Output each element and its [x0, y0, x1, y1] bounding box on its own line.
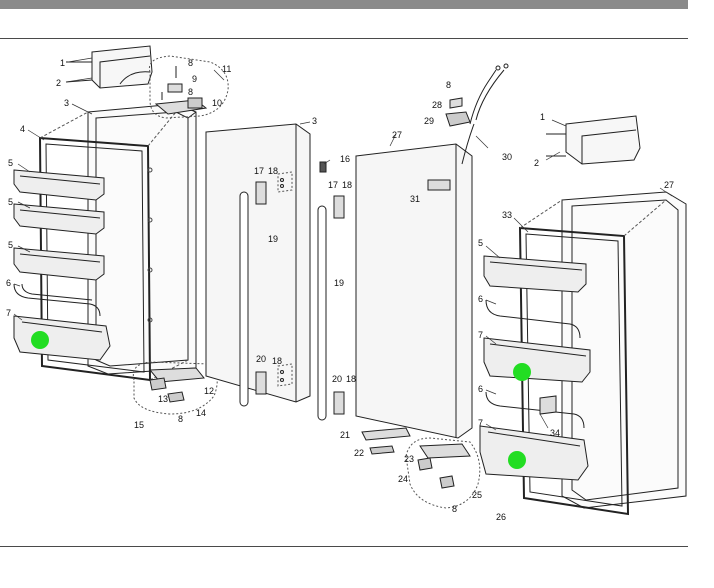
part-label-27: 27 — [392, 130, 402, 140]
part-label-24: 24 — [398, 474, 408, 484]
part-label-31: 31 — [410, 194, 420, 204]
left-shelf-2 — [13, 203, 105, 235]
part-label-8: 8 — [446, 80, 451, 90]
top-bar — [0, 0, 688, 9]
part-label-21: 21 — [340, 430, 350, 440]
left-handle — [239, 191, 249, 407]
part-label-5: 5 — [8, 197, 13, 207]
left-handle-mounts — [255, 171, 293, 395]
bottom-rule — [0, 546, 688, 547]
right-top-cover — [565, 115, 641, 165]
part-label-1: 1 — [60, 58, 65, 68]
part-label-2: 2 — [534, 158, 539, 168]
right-handle — [317, 205, 327, 421]
part-label-7: 7 — [478, 418, 483, 428]
part-label-13: 13 — [158, 394, 168, 404]
part-label-5: 5 — [478, 238, 483, 248]
part-label-8: 8 — [452, 504, 457, 514]
part-label-6: 6 — [478, 294, 483, 304]
part-label-28: 28 — [432, 100, 442, 110]
part-label-10: 10 — [212, 98, 222, 108]
part-label-20: 20 — [332, 374, 342, 384]
left-shelf-3 — [13, 247, 105, 281]
part-label-7: 7 — [6, 308, 11, 318]
left-bottom-hinge-group — [132, 361, 218, 415]
part-label-14: 14 — [196, 408, 206, 418]
part-label-3: 3 — [312, 116, 317, 126]
part-label-18: 18 — [346, 374, 356, 384]
left-wire-rack — [13, 283, 101, 317]
green-markers — [31, 331, 531, 469]
part-label-1: 1 — [540, 112, 545, 122]
part-label-12: 12 — [204, 386, 214, 396]
top-rule — [0, 38, 688, 39]
part-label-7: 7 — [478, 330, 483, 340]
right-bottom-plate — [361, 427, 411, 455]
green-marker-right-shelf — [513, 363, 531, 381]
part-label-9: 9 — [192, 74, 197, 84]
part-label-20: 20 — [256, 354, 266, 364]
part-label-25: 25 — [472, 490, 482, 500]
part-label-18: 18 — [272, 356, 282, 366]
right-top-hinge-cable — [445, 63, 509, 165]
part-label-18: 18 — [342, 180, 352, 190]
left-top-cover — [91, 45, 153, 89]
part-label-19: 19 — [268, 234, 278, 244]
left-bottom-bin — [13, 315, 111, 361]
left-outer-door-panel — [205, 123, 311, 403]
part-label-17: 17 — [254, 166, 264, 176]
part-label-6: 6 — [478, 384, 483, 394]
green-marker-right-bin — [508, 451, 526, 469]
part-label-22: 22 — [354, 448, 364, 458]
part-label-8: 8 — [188, 87, 193, 97]
part-label-8: 8 — [188, 58, 193, 68]
part-label-11: 11 — [222, 64, 231, 74]
left-shelf-1 — [13, 169, 105, 201]
right-bottom-hinge-group — [405, 437, 481, 509]
part-label-19: 19 — [334, 278, 344, 288]
part-label-27: 27 — [664, 180, 674, 190]
part-label-29: 29 — [424, 116, 434, 126]
left-top-hinge-group — [148, 55, 229, 119]
right-shelf-1 — [483, 255, 587, 293]
part-label-6: 6 — [6, 278, 11, 288]
right-door-liner — [561, 191, 687, 509]
part-label-2: 2 — [56, 78, 61, 88]
green-marker-left-bin — [31, 331, 49, 349]
right-bottom-bin — [479, 425, 589, 481]
part-label-15: 15 — [134, 420, 144, 430]
right-outer-door-panel — [355, 143, 473, 439]
part-label-5: 5 — [8, 240, 13, 250]
part-label-5: 5 — [8, 158, 13, 168]
part-label-8: 8 — [178, 414, 183, 424]
right-wire-rack-1 — [485, 299, 581, 339]
part-label-18: 18 — [268, 166, 278, 176]
right-wire-rack-2 — [485, 391, 585, 429]
part-label-23: 23 — [404, 454, 414, 464]
right-shelf-2 — [483, 337, 591, 383]
part-label-3: 3 — [64, 98, 69, 108]
part-label-26: 26 — [496, 512, 506, 522]
part-label-34: 34 — [550, 428, 560, 438]
part-label-17: 17 — [328, 180, 338, 190]
part-label-4: 4 — [20, 124, 25, 134]
part-label-33: 33 — [502, 210, 512, 220]
part-label-30: 30 — [502, 152, 512, 162]
part-label-16: 16 — [340, 154, 350, 164]
